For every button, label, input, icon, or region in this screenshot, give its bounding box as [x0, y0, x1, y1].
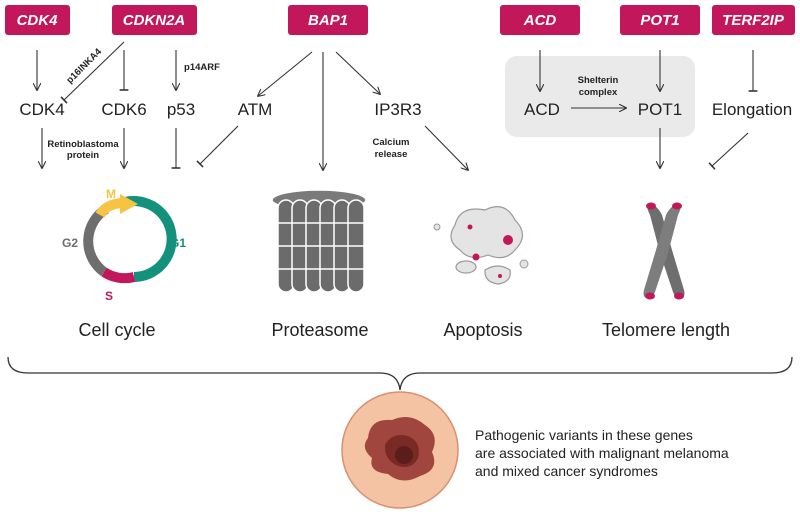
shelterin-complex-box	[505, 56, 695, 137]
label-calcium-2: release	[375, 149, 408, 160]
summary-line-1: Pathogenic variants in these genes	[475, 427, 693, 443]
gene-pot1-label: POT1	[640, 12, 679, 29]
node-elongation: Elongation	[712, 100, 792, 119]
process-telomere: Telomere length	[602, 320, 730, 340]
arrow-ip3r3-to-apoptosis	[424, 125, 468, 170]
gene-terf2ip: TERF2IP	[712, 5, 795, 35]
phase-m: M	[106, 187, 116, 201]
arrow-bap1-to-ip3r3	[335, 51, 380, 94]
inhibit-atm-to-cell-cycle	[196, 125, 239, 168]
gene-bap1: BAP1	[288, 5, 368, 35]
label-p14arf: p14ARF	[184, 62, 220, 73]
gene-cdk4: CDK4	[5, 5, 70, 35]
gene-bap1-label: BAP1	[308, 12, 348, 29]
gene-cdkn2a: CDKN2A	[112, 5, 197, 35]
phase-g1: G1	[170, 236, 186, 250]
gene-cdkn2a-label: CDKN2A	[123, 12, 186, 29]
summary-line-2: are associated with malignant melanoma	[475, 445, 729, 461]
label-retinoblastoma-1: Retinoblastoma	[47, 139, 119, 150]
phase-s: S	[105, 289, 113, 303]
gene-terf2ip-label: TERF2IP	[722, 12, 785, 29]
node-cdk6: CDK6	[101, 100, 146, 119]
gene-cdk4-label: CDK4	[17, 12, 58, 29]
node-p53: p53	[167, 100, 195, 119]
phase-g2: G2	[62, 236, 78, 250]
process-cell-cycle: Cell cycle	[78, 320, 155, 340]
label-shelterin-1: Shelterin	[578, 75, 619, 86]
node-ip3r3: IP3R3	[374, 100, 421, 119]
apoptosis-icon	[433, 206, 529, 285]
process-apoptosis: Apoptosis	[443, 320, 522, 340]
process-proteasome: Proteasome	[271, 320, 368, 340]
node-cdk4: CDK4	[19, 100, 64, 119]
gene-acd-label: ACD	[523, 12, 557, 29]
node-atm: ATM	[238, 100, 273, 119]
arrow-bap1-to-atm	[258, 51, 313, 96]
melanoma-icon	[341, 391, 459, 509]
summary-line-3: and mixed cancer syndromes	[475, 463, 658, 479]
label-shelterin-2: complex	[579, 87, 618, 98]
cell-cycle-icon: M G1 G2 S	[62, 187, 186, 303]
gene-pot1: POT1	[620, 5, 700, 35]
inhibit-cdkn2a-to-cdk4	[60, 41, 125, 104]
label-retinoblastoma-2: protein	[67, 150, 99, 161]
inhibit-elongation-to-telomere	[708, 132, 749, 170]
chromosome-icon	[643, 202, 685, 300]
proteasome-icon	[271, 189, 367, 293]
gene-acd: ACD	[500, 5, 580, 35]
node-acd: ACD	[524, 100, 560, 119]
summary-brace	[7, 356, 793, 391]
node-pot1: POT1	[638, 100, 682, 119]
label-calcium-1: Calcium	[373, 137, 410, 148]
